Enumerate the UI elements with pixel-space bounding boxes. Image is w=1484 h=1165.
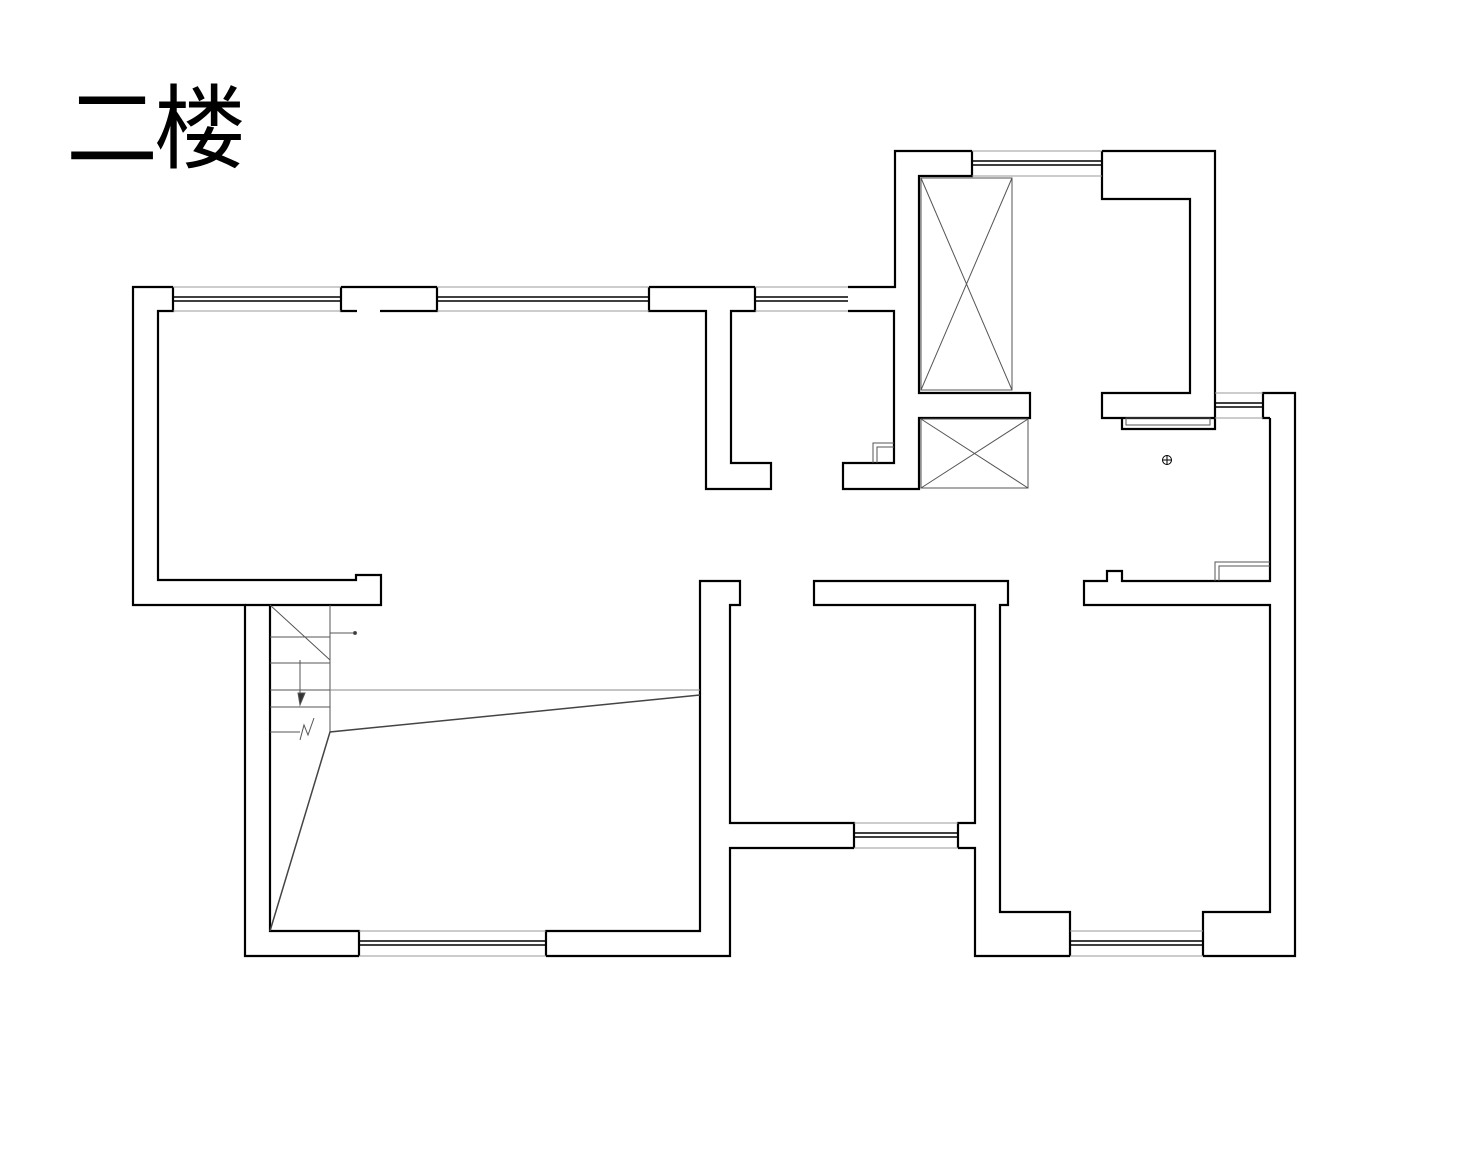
staircase bbox=[269, 604, 701, 932]
interior-walls bbox=[156, 151, 1272, 956]
windows bbox=[173, 150, 1263, 957]
floor-title: 二楼 bbox=[66, 76, 246, 183]
shaft-small bbox=[920, 418, 1029, 489]
floor-drain-icon bbox=[1162, 455, 1172, 465]
pipe-ducts bbox=[872, 417, 1270, 581]
shaft-large bbox=[920, 177, 1013, 391]
exterior-walls bbox=[131, 149, 1297, 958]
